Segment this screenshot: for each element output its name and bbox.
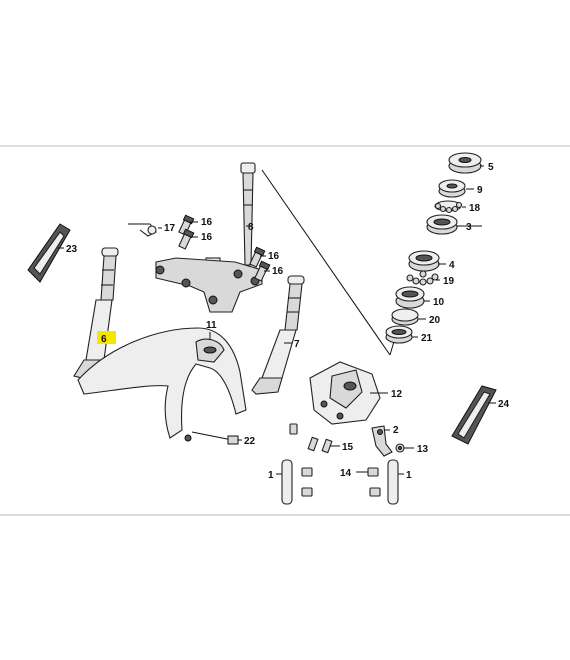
part-16-bolt-right-2 [254, 260, 271, 282]
callout-16-a: 16 [201, 217, 213, 228]
callout-13: 13 [417, 444, 429, 455]
callout-10: 10 [433, 297, 445, 308]
part-16-bolt-left-2 [178, 228, 195, 250]
callout-14: 14 [340, 468, 352, 479]
callout-19: 19 [443, 276, 455, 287]
callout-22: 22 [244, 436, 256, 447]
part-16-bolt-left-1 [178, 214, 195, 236]
callout-17: 17 [164, 223, 176, 234]
callout-2: 2 [393, 425, 399, 436]
part-16-bolt-right-1 [249, 246, 266, 268]
callout-16-b: 16 [201, 232, 213, 243]
part-1-clamp-left [281, 459, 313, 505]
callout-9: 9 [477, 185, 483, 196]
callout-15: 15 [342, 442, 354, 453]
part-19-ball-race [406, 270, 439, 286]
callout-3: 3 [466, 222, 472, 233]
part-12-bracket [309, 361, 381, 425]
callout-5: 5 [488, 162, 494, 173]
part-1-clamp-right [387, 459, 399, 505]
part-4-cup [408, 250, 440, 272]
part-15-bolts [289, 423, 333, 454]
callout-11: 11 [206, 320, 217, 331]
callout-7: 7 [294, 339, 300, 350]
part-3-cone [426, 214, 458, 235]
callout-4: 4 [449, 260, 455, 271]
part-23-reflector [27, 223, 71, 283]
part-14-bolts [367, 467, 381, 497]
callout-21: 21 [421, 333, 433, 344]
leader-lines [58, 165, 496, 475]
part-24-reflector [451, 385, 497, 445]
part-8-steering-stem [155, 162, 263, 313]
part-17-clip [128, 223, 157, 237]
callout-1-left: 1 [268, 470, 274, 481]
callout-1-right: 1 [406, 470, 412, 481]
part-22-cable [191, 431, 239, 445]
part-13-bolt [395, 443, 405, 453]
callout-6: 6 [101, 334, 107, 345]
stem-guide-line [261, 169, 391, 356]
part-18-ball-race [434, 200, 463, 214]
callout-6-highlight [97, 331, 116, 344]
part-10-cup [395, 286, 425, 309]
callout-12: 12 [391, 389, 403, 400]
callout-16-c: 16 [268, 251, 280, 262]
part-11-front-fender [77, 327, 247, 442]
callout-24: 24 [498, 399, 510, 410]
callout-20: 20 [429, 315, 441, 326]
part-7-fork-leg-right [251, 275, 305, 395]
callout-8: 8 [248, 222, 254, 233]
part-21-lower-cone [385, 325, 413, 344]
part-9-lock-nut [438, 179, 466, 198]
part-5-nut [448, 152, 482, 174]
part-20-seal [391, 308, 419, 326]
callout-18: 18 [469, 203, 481, 214]
part-2-lever [371, 425, 393, 457]
callout-16-d: 16 [272, 266, 284, 277]
callout-23: 23 [66, 244, 78, 255]
